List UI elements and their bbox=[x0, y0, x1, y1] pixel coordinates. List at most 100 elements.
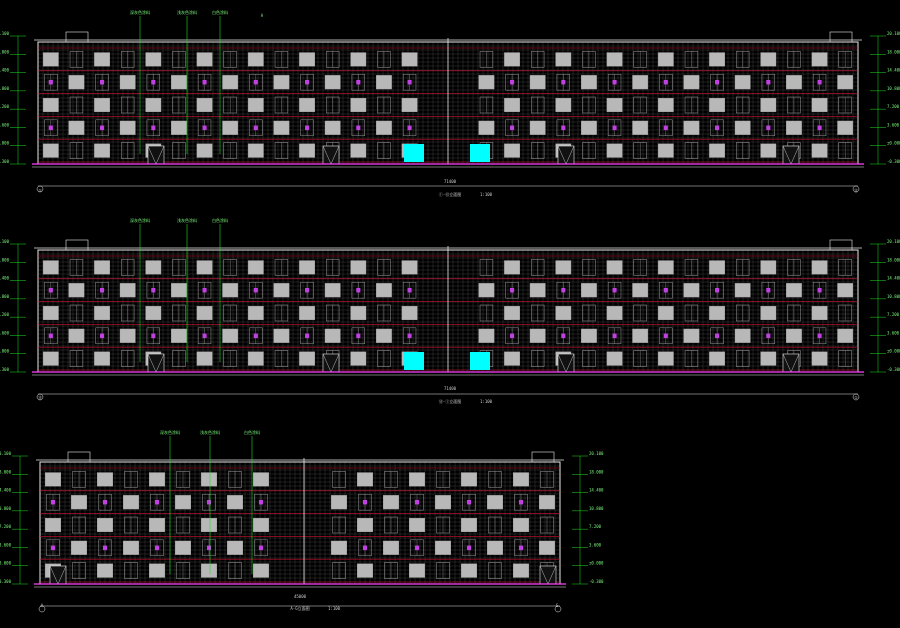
glass-accent bbox=[407, 125, 412, 131]
window-panel bbox=[350, 305, 367, 321]
glass-accent bbox=[206, 545, 212, 551]
window-panel bbox=[760, 143, 777, 158]
window-panel bbox=[247, 52, 264, 67]
grid-bubble bbox=[38, 605, 46, 613]
window-panel bbox=[709, 143, 725, 158]
window-panel bbox=[632, 283, 649, 298]
window-panel bbox=[247, 351, 264, 366]
door-swing bbox=[147, 145, 157, 165]
door-swing bbox=[557, 353, 567, 373]
glass-accent bbox=[362, 545, 368, 551]
window-panel bbox=[247, 143, 264, 158]
level-label: ±0.000 bbox=[887, 141, 900, 146]
window-panel bbox=[148, 517, 165, 533]
window-panel bbox=[504, 260, 520, 275]
window-panel bbox=[376, 283, 392, 298]
elevation-2-callout-2: 浅灰色涂料 bbox=[177, 217, 197, 223]
door-swing bbox=[782, 353, 792, 373]
window-panel bbox=[683, 283, 700, 298]
door-swing bbox=[565, 353, 575, 373]
glass-accent bbox=[253, 287, 258, 293]
glass-accent bbox=[202, 287, 207, 293]
window-panel bbox=[252, 517, 269, 533]
glass-accent bbox=[766, 287, 771, 293]
window-panel bbox=[513, 517, 530, 533]
window-panel bbox=[45, 517, 62, 533]
level-label: 3.600 bbox=[0, 122, 10, 127]
window-panel bbox=[734, 283, 751, 298]
window-panel bbox=[145, 305, 162, 321]
glass-accent bbox=[510, 287, 515, 293]
window-panel bbox=[299, 260, 315, 275]
window-panel bbox=[837, 283, 854, 298]
level-label: 14.400 bbox=[589, 488, 604, 493]
level-label: 10.800 bbox=[887, 294, 900, 299]
entry-door bbox=[322, 145, 340, 165]
entry-door bbox=[322, 353, 340, 373]
window-panel bbox=[461, 472, 478, 487]
elevation-2-callout-3: 白色涂料 bbox=[212, 217, 228, 223]
glass-accent bbox=[102, 545, 108, 551]
window-panel bbox=[734, 120, 751, 135]
window-panel bbox=[683, 75, 700, 90]
window-panel bbox=[529, 283, 546, 298]
glass-accent bbox=[151, 125, 156, 131]
glass-accent bbox=[663, 287, 668, 293]
glass-accent bbox=[305, 125, 310, 131]
level-label: -0.300 bbox=[0, 159, 10, 164]
window-panel bbox=[119, 328, 136, 343]
window-panel bbox=[324, 283, 341, 298]
glass-accent bbox=[817, 333, 822, 339]
elevation-3-axis-end: G bbox=[556, 603, 559, 608]
level-label: 14.400 bbox=[887, 68, 900, 73]
window-panel bbox=[96, 563, 113, 578]
window-panel bbox=[42, 143, 59, 158]
window-panel bbox=[376, 75, 392, 90]
window-panel bbox=[435, 540, 452, 555]
window-panel bbox=[435, 495, 452, 510]
level-label: -0.300 bbox=[0, 579, 12, 584]
level-label: 20.100 bbox=[0, 31, 10, 36]
window-panel bbox=[632, 120, 649, 135]
window-panel bbox=[350, 260, 367, 275]
window-panel bbox=[70, 540, 87, 555]
door-swing bbox=[330, 145, 340, 165]
level-label: 10.800 bbox=[0, 294, 10, 299]
window-panel bbox=[45, 472, 62, 487]
window-panel bbox=[273, 75, 290, 90]
entry-door bbox=[557, 145, 575, 165]
door-swing bbox=[782, 145, 792, 165]
window-panel bbox=[94, 351, 110, 366]
glass-accent bbox=[407, 333, 412, 339]
window-panel bbox=[606, 351, 623, 366]
elevation-2-length: 71400 bbox=[444, 386, 457, 391]
window-panel bbox=[145, 260, 162, 275]
window-panel bbox=[811, 260, 828, 275]
window-panel bbox=[837, 75, 854, 90]
entry-door bbox=[557, 353, 575, 373]
glass-accent bbox=[715, 79, 720, 85]
window-panel bbox=[122, 540, 139, 555]
window-panel bbox=[331, 495, 348, 510]
glass-accent bbox=[407, 287, 412, 293]
glass-accent bbox=[154, 545, 160, 551]
window-panel bbox=[226, 540, 243, 555]
glass-accent bbox=[258, 499, 264, 505]
window-panel bbox=[811, 351, 828, 366]
window-panel bbox=[709, 305, 725, 321]
window-panel bbox=[513, 472, 530, 487]
glass-accent bbox=[715, 333, 720, 339]
window-panel bbox=[811, 97, 828, 113]
window-panel bbox=[657, 143, 674, 158]
level-label: 18.000 bbox=[0, 49, 10, 54]
glass-accent bbox=[663, 333, 668, 339]
window-panel bbox=[94, 260, 110, 275]
highlight-box bbox=[404, 352, 424, 370]
window-panel bbox=[196, 97, 213, 113]
glass-accent bbox=[102, 499, 108, 505]
level-label: -0.300 bbox=[589, 579, 604, 584]
window-panel bbox=[504, 97, 520, 113]
door-swing bbox=[547, 565, 557, 585]
window-panel bbox=[94, 52, 110, 67]
elevation-2-title: ⑬-①立面图 bbox=[439, 398, 461, 404]
